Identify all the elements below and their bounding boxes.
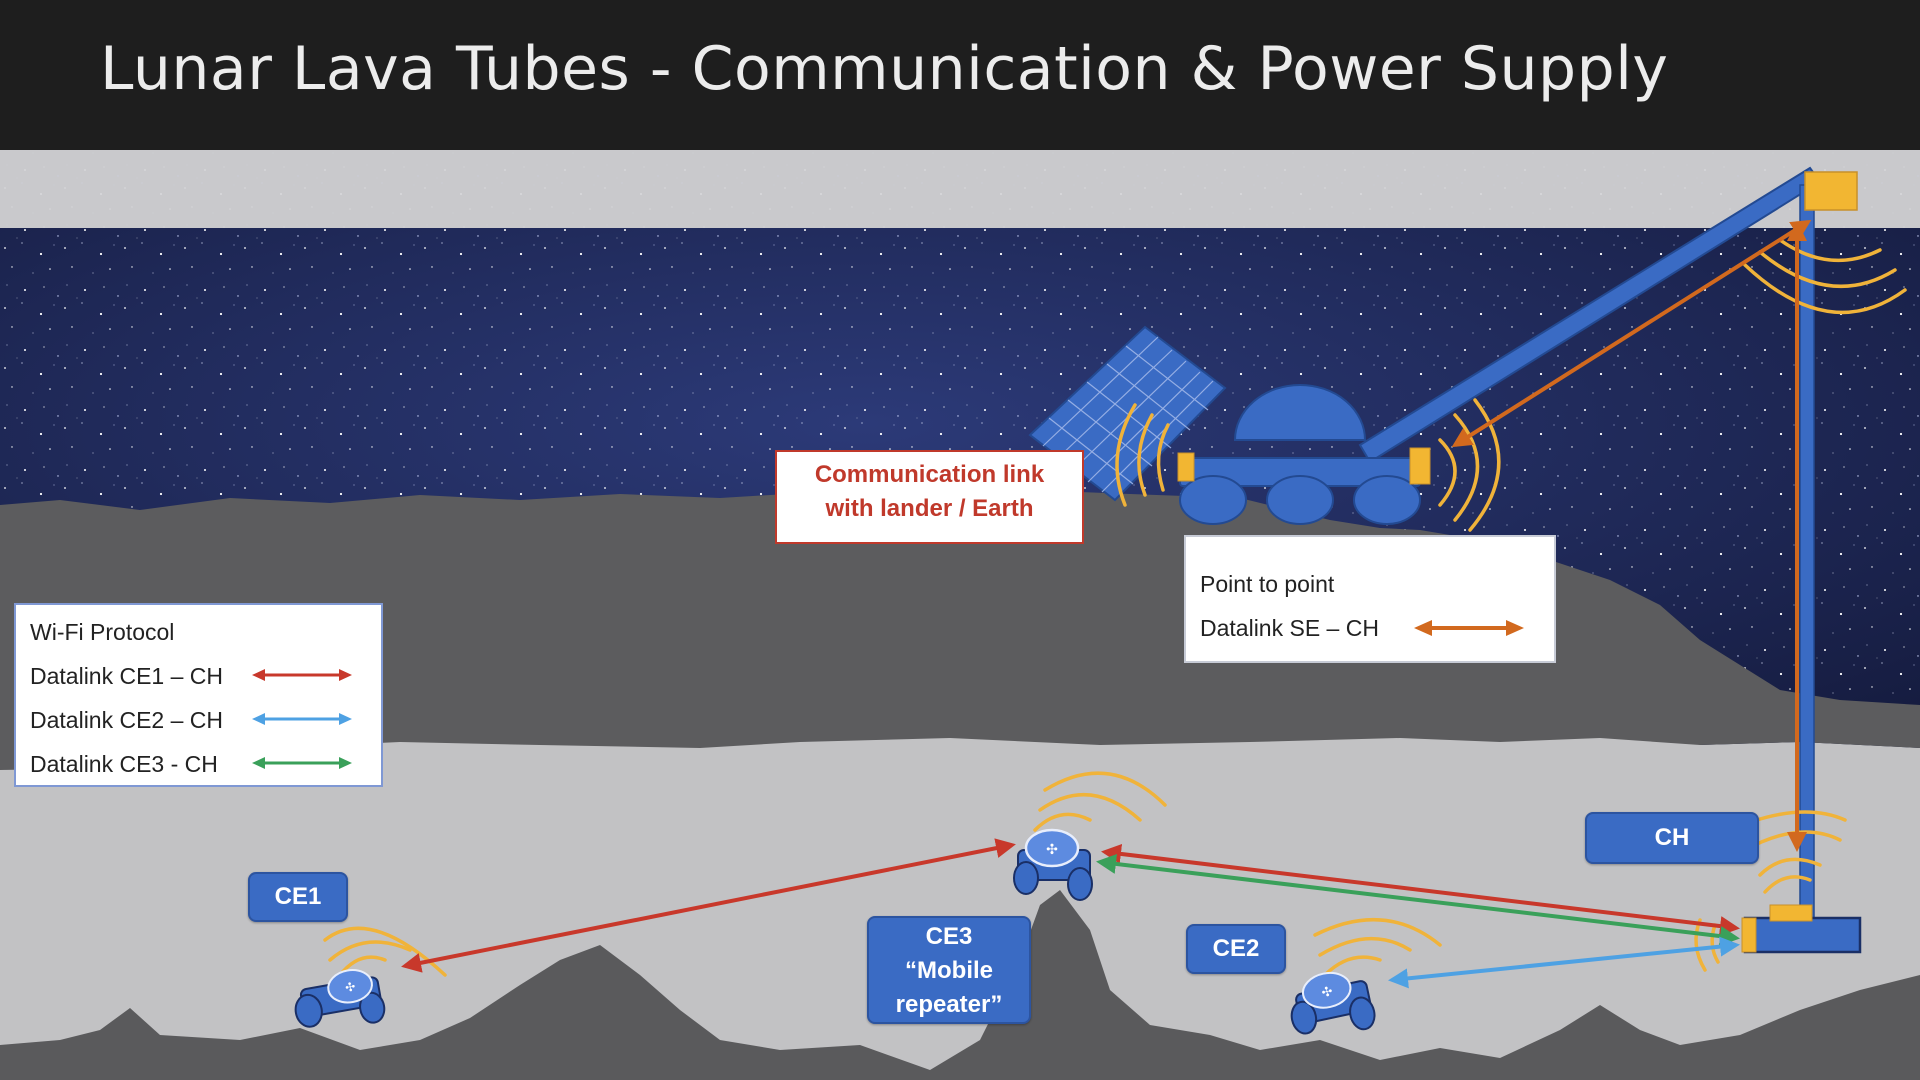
tag-ch: CH — [1585, 812, 1759, 864]
p2p-legend-item: Datalink SE – CH — [1200, 615, 1379, 642]
tag-ce3: CE3 “Mobile repeater” — [867, 916, 1031, 1024]
comm-link-line2: with lander / Earth — [777, 492, 1082, 526]
wifi-legend-item-ce3: Datalink CE3 - CH — [30, 751, 218, 778]
orange-arrow-icon — [1414, 613, 1526, 643]
comm-link-box: Communication link with lander / Earth — [775, 450, 1084, 544]
comm-link-line1: Communication link — [777, 458, 1082, 492]
wifi-legend: Wi-Fi Protocol Datalink CE1 – CH Datalin… — [14, 603, 383, 787]
svg-text:✣: ✣ — [1046, 842, 1058, 858]
green-arrow-icon — [252, 753, 352, 773]
tag-ce3-line1: CE3 — [869, 920, 1029, 954]
wifi-legend-item-ce1: Datalink CE1 – CH — [30, 663, 223, 690]
vertical-cable — [1800, 185, 1814, 920]
page-title: Lunar Lava Tubes - Communication & Power… — [100, 34, 1668, 104]
mast-top-antenna — [1805, 172, 1857, 210]
title-bar: Lunar Lava Tubes - Communication & Power… — [0, 0, 1920, 150]
tag-ce1: CE1 — [248, 872, 348, 922]
wifi-legend-heading: Wi-Fi Protocol — [30, 619, 174, 646]
wifi-legend-item-ce2: Datalink CE2 – CH — [30, 707, 223, 734]
tag-ce3-line3: repeater” — [869, 988, 1029, 1022]
blue-arrow-icon — [252, 709, 352, 729]
p2p-legend-heading: Point to point — [1200, 571, 1334, 598]
tag-ce2: CE2 — [1186, 924, 1286, 974]
p2p-legend: Point to point Datalink SE – CH — [1184, 535, 1556, 663]
tag-ce3-line2: “Mobile — [869, 954, 1029, 988]
red-arrow-icon — [252, 665, 352, 685]
